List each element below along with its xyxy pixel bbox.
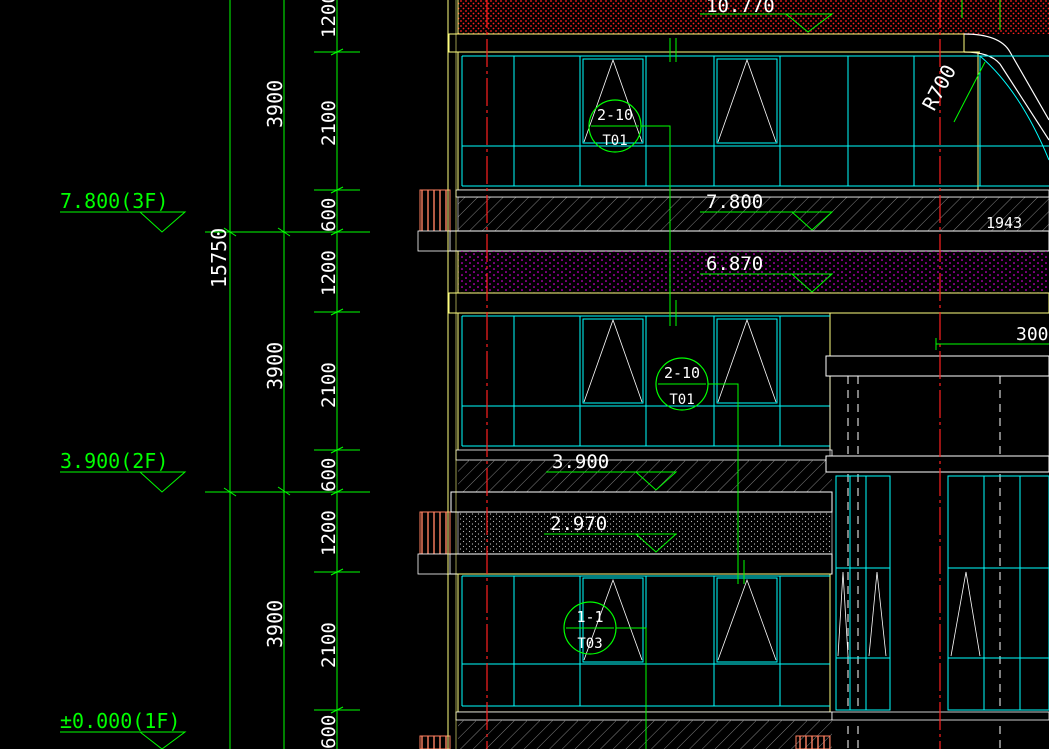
window-tag: 2-10 T01	[655, 357, 745, 584]
building-facade	[417, 0, 1049, 749]
detail-dimension: 1200	[318, 250, 340, 296]
overall-dimension: 15750	[207, 228, 231, 288]
window-tag-code: 2-10	[664, 364, 700, 382]
level-mark: 10.770	[706, 0, 775, 17]
detail-dimensions: 1200 2100 600 1200 2100 600 1200 2100 60…	[318, 0, 340, 749]
slab-note: 1943	[986, 214, 1022, 232]
offset-note: 300	[1016, 324, 1049, 345]
radius-note: R700	[917, 61, 961, 115]
detail-dimension: 1200	[318, 0, 340, 38]
window-tag-code: 2-10	[597, 106, 633, 124]
dimension-lines	[205, 0, 370, 749]
detail-dimension: 600	[318, 715, 340, 749]
level-mark: 2.970	[550, 513, 607, 535]
floor-label-3f: 7.800(3F)	[60, 189, 168, 213]
level-mark: 6.870	[706, 253, 763, 275]
level-mark: 7.800	[706, 191, 763, 213]
window-tag: 2-10 T01	[588, 38, 677, 326]
window-tag-type: T01	[602, 133, 627, 149]
window-tag: 1-1 T03	[563, 601, 647, 749]
story-dimension: 3900	[263, 600, 287, 648]
detail-dimension: 2100	[318, 622, 340, 668]
detail-dimension: 1200	[318, 510, 340, 556]
detail-dimension: 600	[318, 198, 340, 232]
level-marks: 10.770 7.800 6.870 3.900 2.970	[544, 0, 834, 553]
window-tag-type: T01	[669, 392, 694, 408]
detail-dimension: 2100	[318, 362, 340, 408]
floor-label-2f: 3.900(2F)	[60, 449, 168, 473]
story-dimensions: 3900 3900 3900	[263, 80, 287, 648]
window-tag-type: T03	[577, 636, 602, 652]
detail-dimension: 2100	[318, 100, 340, 146]
story-dimension: 3900	[263, 80, 287, 128]
level-mark: 3.900	[552, 451, 609, 473]
floor-level-labels: 7.800(3F) 3.900(2F) ±0.000(1F)	[60, 189, 187, 749]
window-tags: 2-10 T01 2-10 T01 1-1 T03	[563, 38, 745, 749]
story-dimension: 3900	[263, 342, 287, 390]
floor-label-1f: ±0.000(1F)	[60, 709, 180, 733]
detail-dimension: 600	[318, 458, 340, 492]
window-tag-code: 1-1	[576, 608, 603, 626]
